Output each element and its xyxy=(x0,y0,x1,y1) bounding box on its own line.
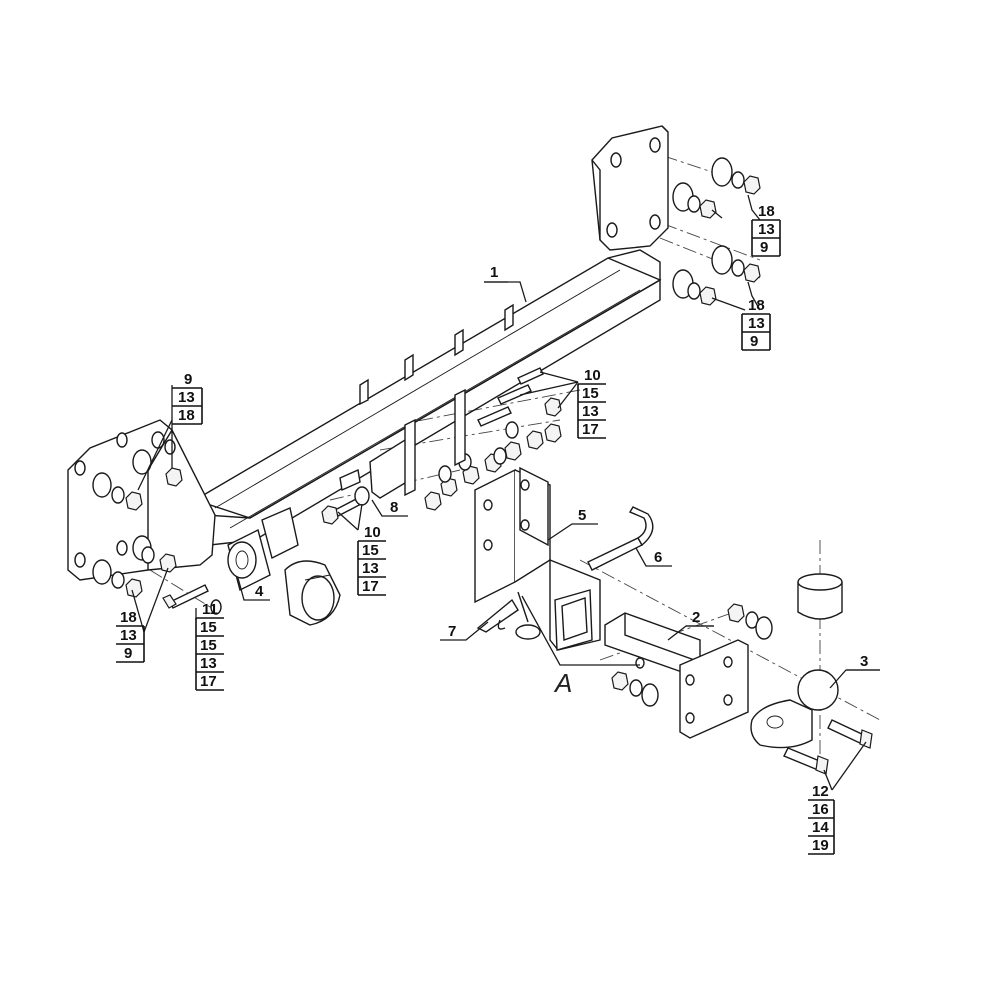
leader-lines xyxy=(131,194,880,791)
callouts: 1 2 3 4 5 6 7 8 A xyxy=(255,264,880,698)
right-hardware xyxy=(672,157,761,306)
stack-item: 18 xyxy=(748,297,765,314)
stack-item: 17 xyxy=(582,421,599,438)
tow-ball xyxy=(750,573,873,775)
stack-item: 17 xyxy=(200,673,217,690)
stack-mid-10b: 10 15 13 17 xyxy=(357,524,386,596)
stack-item: 19 xyxy=(812,837,829,854)
stack-item: 13 xyxy=(758,221,775,238)
stack-item: 9 xyxy=(750,333,758,350)
callout-4: 4 xyxy=(255,583,264,600)
callout-2: 2 xyxy=(692,609,700,626)
callout-8: 8 xyxy=(390,499,398,516)
center-brackets xyxy=(369,388,466,499)
stack-item: 18 xyxy=(120,609,137,626)
stack-item: 18 xyxy=(178,407,195,424)
stack-bolt-11: 11 15 15 13 17 xyxy=(195,601,224,691)
callout-7: 7 xyxy=(448,623,456,640)
stack-item: 15 xyxy=(362,542,379,559)
pin-clip xyxy=(476,591,541,640)
stack-item: 11 xyxy=(202,601,218,618)
stack-item: 13 xyxy=(748,315,765,332)
stack-item: 15 xyxy=(200,637,217,654)
stack-top-right-2: 18 13 9 xyxy=(741,297,771,351)
callout-6: 6 xyxy=(654,549,662,566)
stack-item: 15 xyxy=(582,385,599,402)
stack-item: 16 xyxy=(812,801,829,818)
stack-item: 13 xyxy=(178,389,195,406)
stack-top-right-1: 18 13 9 xyxy=(751,203,781,257)
left-hardware xyxy=(111,431,222,615)
stack-item: 14 xyxy=(812,819,829,836)
hitch-pin xyxy=(587,506,654,571)
part-stacks: 18 13 9 18 13 9 9 13 18 xyxy=(116,203,835,855)
main-cross-tube xyxy=(193,249,662,546)
stack-left-lower: 18 13 9 xyxy=(116,609,145,663)
right-mounting-plate xyxy=(591,125,669,251)
detail-label-a: A xyxy=(553,668,572,698)
stack-item: 9 xyxy=(124,645,132,662)
receiver-bracket xyxy=(474,466,601,651)
stack-item: 10 xyxy=(584,367,601,384)
stack-item: 13 xyxy=(200,655,217,672)
stack-item: 15 xyxy=(200,619,217,636)
stack-mid-10: 10 15 13 17 xyxy=(577,367,606,439)
callout-1: 1 xyxy=(490,264,498,281)
stack-item: 10 xyxy=(364,524,381,541)
stack-item: 13 xyxy=(120,627,137,644)
stack-item: 9 xyxy=(760,239,768,256)
callout-3: 3 xyxy=(860,653,868,670)
stack-item: 9 xyxy=(184,371,192,388)
stack-item: 17 xyxy=(362,578,379,595)
middle-hardware xyxy=(321,367,562,525)
stack-left-upper: 9 13 18 xyxy=(172,371,203,425)
stack-item: 13 xyxy=(362,560,379,577)
electrical-socket xyxy=(227,507,341,626)
stack-item: 13 xyxy=(582,403,599,420)
stack-item: 18 xyxy=(758,203,775,220)
drawbar xyxy=(604,603,773,739)
callout-5: 5 xyxy=(578,507,586,524)
stack-item: 12 xyxy=(812,783,829,800)
stack-bolt-12: 12 16 14 19 xyxy=(808,783,835,855)
